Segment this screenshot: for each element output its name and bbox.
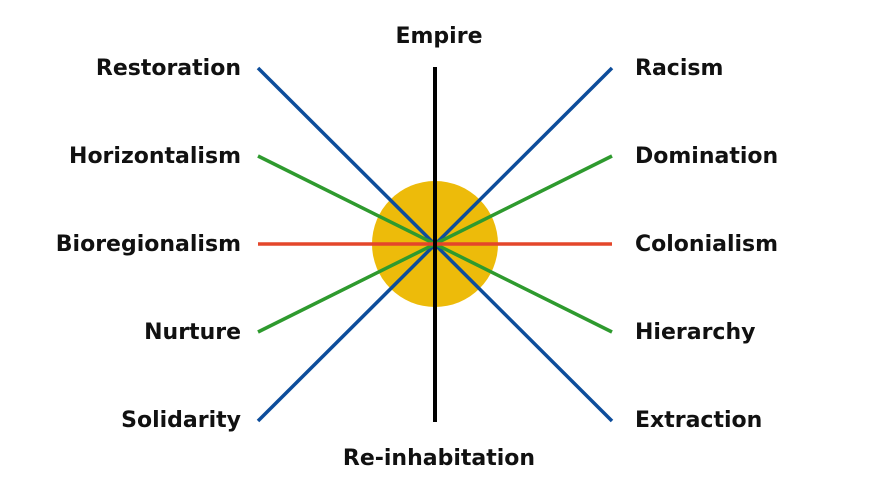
label-bottom: Re-inhabitation (343, 446, 535, 471)
label-right-2: Domination (635, 144, 778, 169)
label-left-3: Bioregionalism (56, 232, 241, 257)
label-left-4: Nurture (144, 320, 241, 345)
label-right-3: Colonialism (635, 232, 778, 257)
label-left-1: Restoration (96, 56, 241, 81)
label-right-1: Racism (635, 56, 723, 81)
label-right-4: Hierarchy (635, 320, 755, 345)
label-left-5: Solidarity (121, 408, 241, 433)
label-left-2: Horizontalism (69, 144, 241, 169)
label-top: Empire (395, 24, 482, 49)
label-right-5: Extraction (635, 408, 762, 433)
